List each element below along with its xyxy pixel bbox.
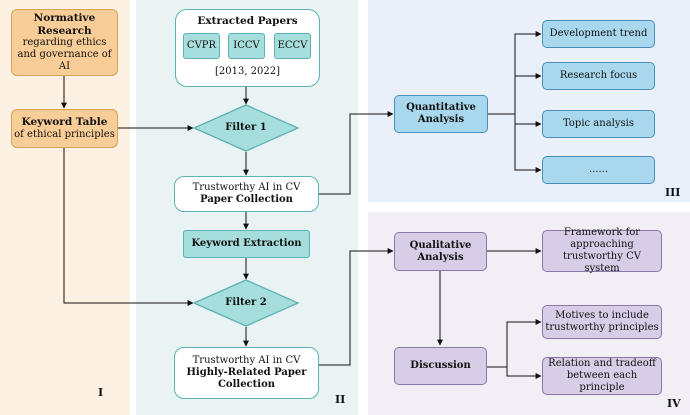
panel-label-ii: II	[335, 393, 346, 406]
panel-label-iii: III	[665, 186, 681, 199]
framework-box: Framework for approaching trustworthy CV…	[542, 227, 662, 274]
year-range: [2013, 2022]	[214, 66, 281, 77]
normative-title: Normative Research	[33, 11, 96, 37]
panel-label-i: I	[98, 386, 104, 399]
quantitative-analysis-box: Quantitative Analysis	[394, 95, 488, 133]
item-ellipsis: ......	[542, 156, 655, 184]
filter2-diamond	[192, 279, 300, 327]
relation-tradeoff-box: Relation and tradeoff between each princ…	[542, 357, 662, 395]
keyword-extraction-box: Keyword Extraction	[183, 230, 310, 258]
paper-collection-box: Trustworthy AI in CV Paper Collection	[174, 176, 319, 212]
venue-cvpr: CVPR	[183, 33, 220, 59]
discussion-box: Discussion	[394, 347, 487, 385]
keyword-table-box: Keyword Table of ethical principles	[11, 109, 118, 148]
keyword-table-text: of ethical principles	[14, 128, 115, 140]
motives-box: Motives to include trustworthy principle…	[542, 305, 662, 339]
qualitative-analysis-box: Qualitative Analysis	[394, 232, 487, 271]
venue-iccv: ICCV	[228, 33, 265, 59]
item-topic-analysis: Topic analysis	[542, 110, 655, 138]
item-development-trend: Development trend	[542, 20, 655, 48]
item-research-focus: Research focus	[542, 62, 655, 90]
highly-related-collection-box: Trustworthy AI in CV Highly-Related Pape…	[174, 347, 319, 399]
collection1-line1: Trustworthy AI in CV	[192, 182, 301, 193]
panel-label-iv: IV	[667, 397, 681, 410]
collection1-line2: Paper Collection	[200, 194, 293, 205]
keyword-table-title: Keyword Table	[21, 116, 108, 129]
normative-research-box: Normative Research regarding ethics and …	[11, 9, 118, 76]
filter2-label: Filter 2	[225, 297, 267, 308]
normative-text: regarding ethics and governance of AI	[17, 37, 112, 73]
filter1-diamond	[192, 104, 300, 152]
filter1-label: Filter 1	[225, 122, 267, 133]
venue-eccv: ECCV	[274, 33, 311, 59]
extracted-title: Extracted Papers	[197, 15, 298, 27]
collection2-line1: Trustworthy AI in CV	[192, 355, 301, 366]
collection2-line2: Highly-Related Paper Collection	[186, 367, 307, 390]
